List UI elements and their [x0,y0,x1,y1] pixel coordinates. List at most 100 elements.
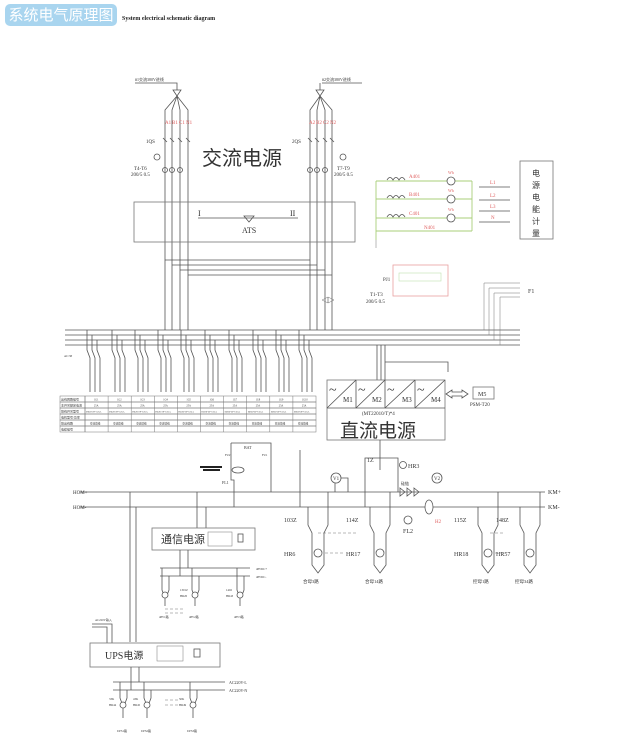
table-cell: 25A [302,405,307,408]
table-cell: 交流馈线 [206,422,217,426]
phase-label: C1 [179,121,185,126]
dc-branch-circuit [477,492,499,574]
rectifier-module-label: M2 [372,396,382,404]
table-cell: 交流馈线 [113,422,124,426]
indicator-lamp-icon [191,591,199,599]
comm-lamp-label: HR43 [226,594,234,598]
indicator-lamp-icon [143,701,151,709]
metering-title-char: 能 [532,204,540,214]
comm-branch-label: 48V2路 [189,614,199,619]
svg-text:~: ~ [417,383,425,398]
ups-branch-label: UPS2路 [141,728,151,733]
hom-plus-label: HOM+ [73,491,88,496]
fuse-label: FU2 [225,453,231,457]
comm-branch-label: 48V3路 [234,614,244,619]
table-cell: 25A [140,405,145,408]
phase-label: N2 [330,121,337,126]
phase-label: B1 [172,121,178,126]
table-cell: 交流馈线 [252,422,263,426]
metering-title-char: 源 [532,181,540,190]
table-cell: 1G2 [117,399,122,402]
table-cell: DZ20-2P-C25A [271,411,287,414]
table-cell: 1G9 [279,399,284,402]
ups-branch [119,682,128,718]
ups-switch-label: 50K [179,697,185,701]
branch-switch-label: 103Z [284,518,297,524]
metering-title-char: 计 [532,216,540,226]
metering-line-label: B401 [409,193,420,198]
meter-label: Wh [448,207,454,212]
phase-label: B2 [316,121,322,126]
page-subtitle: System electrical schematic diagram [122,16,216,22]
table-cell: 1G1 [94,399,99,402]
feeder-breaker [298,330,313,392]
dc-bus: HOM+ HOM- KM+ KM- BAT FU2 FU1 FL1 V1 V2 … [73,440,562,535]
dc-branch-circuit [519,492,541,574]
ac-feed-2: #2交流380V进线 A2 B2 C2 N2 2QS T7-T9 200/5 0… [292,76,362,330]
ups-branch [189,682,198,718]
table-cell: DZ20-2P-C25A [202,411,218,414]
indicator-lamp-icon [119,701,127,709]
comm-branch-label: 48V1路 [159,614,169,619]
meter-label: Wh [448,170,454,175]
branch-lamp-label: HR6 [284,552,295,558]
dc-power-title: 直流电源 [340,420,416,442]
metering-neutral-label: N401 [424,226,436,231]
branch-switch-label: 148Z [496,518,509,524]
table-cell: 25A [256,405,261,408]
phase-label: C2 [323,121,329,126]
table-row [59,413,317,421]
output-label: L1 [490,181,496,186]
table-cell: 1G3 [140,399,145,402]
rectifier-module-label: M4 [431,396,441,404]
switch-2qs-label: 2QS [292,140,301,145]
ac-feed-1: #1交流380V进线 A1 B1 C1 N1 1QS T4-T6 200/5 0… [131,76,193,330]
indicator-lamp-icon [189,701,197,709]
ct-label: T4-T6 [134,167,147,172]
ac-power-title: 交流电源 [202,147,282,170]
meter-label: Wh [448,188,454,193]
table-row-header: 主开关额定电流 [61,403,82,408]
diode-label: 硅链 [401,480,409,486]
metering-line-label: C401 [409,212,420,217]
branch-label: 合母14路 [365,578,383,585]
ups-branch-label: UPS1路 [117,728,127,733]
table-cell: 1G5 [186,399,191,402]
table-cell: 25A [279,405,284,408]
table-row-header: 电缆编号 [61,427,73,432]
indicator-lamp-icon [313,548,323,558]
ups-unit: AC220V输入 UPS电源 AC220V-L AC220V-N [89,617,247,693]
table-cell: 25A [163,405,168,408]
rectifier-module-label: M3 [402,396,412,404]
voltmeter-v1: V1 [333,477,340,482]
metering-title-char: 量 [532,229,540,238]
branch-lamp-label: HR17 [346,552,360,558]
comm-power-unit: 通信电源 48VDC+ 48VDC- [129,492,267,642]
comm-power-title: 通信电源 [161,532,205,546]
ups-out-n: AC220V-N [229,688,247,693]
table-cell: 交流馈线 [159,422,170,426]
rectifier-module-label: M1 [343,396,353,404]
comm-lamp-label: HR20 [180,594,188,598]
table-row-header: 馈出线路 [61,421,73,426]
switch-1z-label: 1Z [367,458,374,464]
ups-out-l: AC220V-L [229,680,247,685]
ct-ratio: 200/5 0.5 [334,173,353,178]
ct-ratio: 200/5 0.5 [131,173,150,178]
feeder-table: 出线回路编号主开关额定电流馈线开关型号电机型号/功率馈出线路电缆编号1G125A… [59,395,317,433]
dc-power-unit: ~~~~ M1 M2 M3 M4 (MT22010/T)*4 直流电源 M5 P… [326,345,495,442]
metering-title-char: 电 [532,168,540,178]
ac-main-bus [65,329,520,346]
ats-box: I II ATS [133,201,356,243]
table-cell: 25A [233,405,238,408]
table-cell: 交流馈线 [90,422,101,426]
feed-2-label: #2交流380V进线 [322,76,351,82]
table-row [59,425,317,433]
comm-bus-plus: 48VDC+ [256,567,267,571]
table-cell: 交流馈线 [229,422,240,426]
indicator-lamp-icon [525,548,535,558]
ct-ratio: 200/5 0.5 [366,300,385,305]
table-cell: 1G10 [302,399,308,402]
